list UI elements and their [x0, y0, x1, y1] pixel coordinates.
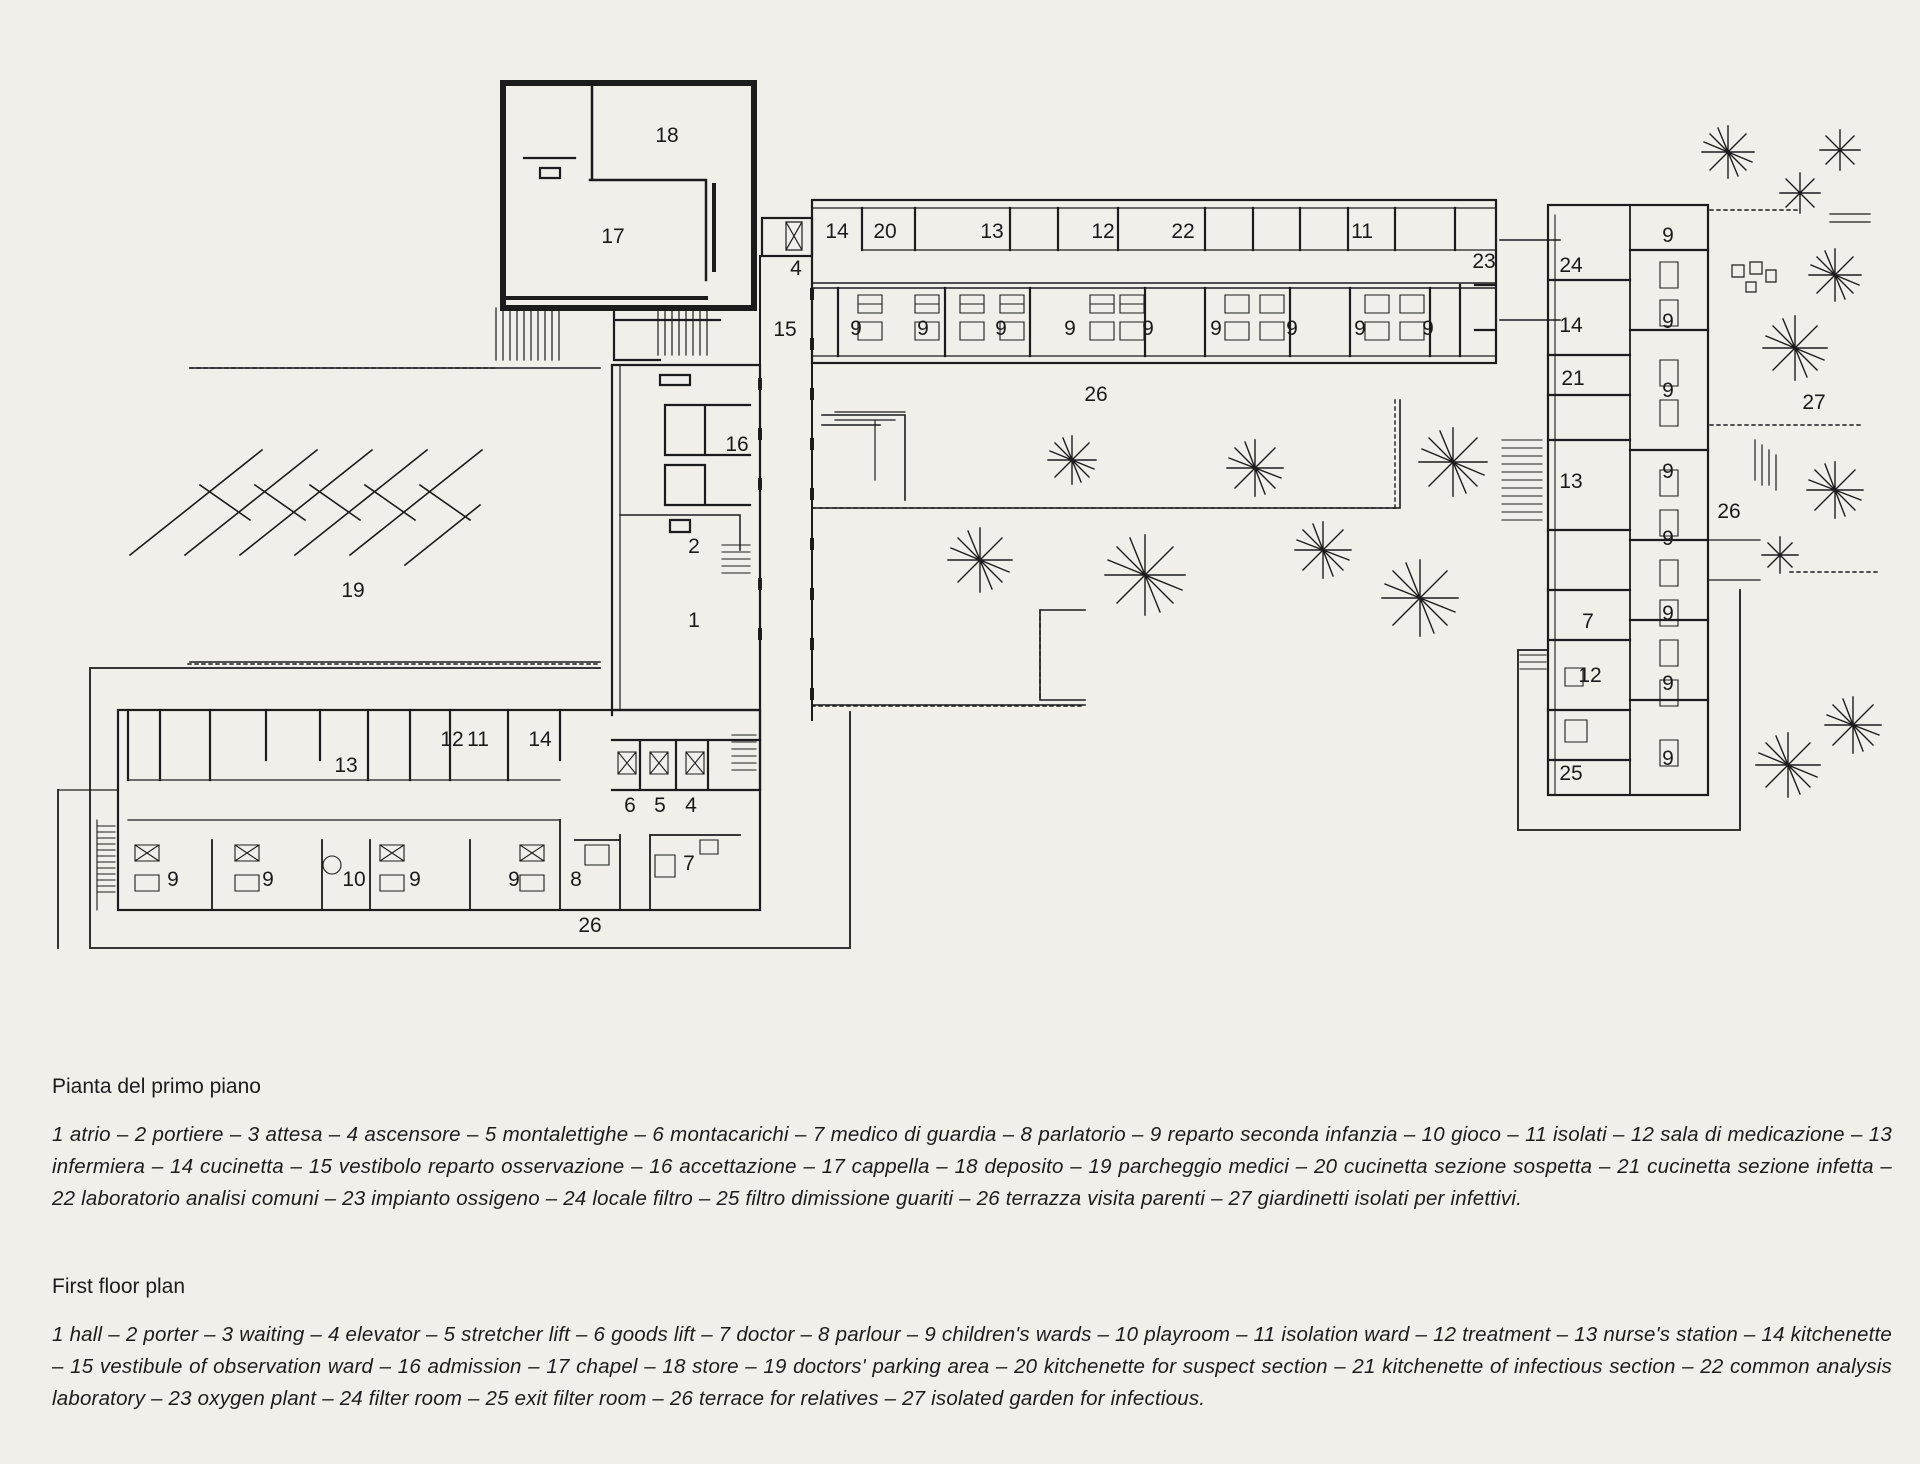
legend-english-title: First floor plan: [52, 1275, 186, 1298]
label-isolated-garden: 27: [1802, 391, 1825, 414]
label-porter: 2: [688, 535, 700, 558]
label-doctor-right: 7: [1582, 610, 1594, 633]
label-ward: 9: [1422, 317, 1434, 340]
stone-hedges: [187, 209, 1881, 707]
legend-english: First floor plan 1 hall – 2 porter – 3 w…: [52, 1275, 1892, 1415]
label-elevator-top: 4: [790, 257, 802, 280]
label-ward: 9: [850, 317, 862, 340]
label-filter-room: 24: [1559, 254, 1583, 277]
label-parlour: 8: [570, 868, 582, 891]
label-treatment-left: 12: [440, 728, 463, 751]
label-stretcher-lift: 5: [654, 794, 666, 817]
label-doctor: 7: [683, 852, 695, 875]
label-elevator-bottom: 4: [685, 794, 697, 817]
parking-area: [128, 448, 484, 567]
legend-english-text: 1 hall – 2 porter – 3 waiting – 4 elevat…: [52, 1323, 1892, 1410]
label-ward: 9: [167, 868, 179, 891]
label-kitchenette-infectious: 21: [1561, 367, 1584, 390]
label-kitchenette-right: 14: [1559, 314, 1583, 337]
label-ward: 9: [1662, 602, 1674, 625]
label-ward: 9: [1662, 672, 1674, 695]
label-ward: 9: [1210, 317, 1222, 340]
label-terrace-top: 26: [1084, 383, 1107, 406]
label-kitchenette-left: 14: [528, 728, 552, 751]
label-ward: 9: [1662, 747, 1674, 770]
label-ward: 9: [1662, 310, 1674, 333]
legend-italian-title: Pianta del primo piano: [52, 1075, 261, 1098]
label-ward: 9: [1142, 317, 1154, 340]
upper-wing: [810, 198, 1561, 365]
legend-italian: Pianta del primo piano 1 atrio – 2 porti…: [52, 1075, 1892, 1215]
label-laboratory: 22: [1171, 220, 1194, 243]
label-terrace-right: 26: [1717, 500, 1740, 523]
garden-walls: [189, 367, 1401, 706]
label-ward: 9: [1662, 224, 1674, 247]
label-exit-filter: 25: [1559, 762, 1582, 785]
label-ward: 9: [262, 868, 274, 891]
label-ward: 9: [1662, 527, 1674, 550]
label-isolation-left: 11: [467, 728, 489, 751]
label-admission: 16: [725, 433, 748, 456]
label-ward: 9: [1354, 317, 1366, 340]
label-ward: 9: [917, 317, 929, 340]
label-playroom: 10: [342, 868, 365, 891]
label-nurse-station-left: 13: [334, 754, 357, 777]
label-kitchenette-suspect: 20: [873, 220, 896, 243]
trees: [947, 125, 1882, 798]
lower-left-wing: [57, 667, 851, 949]
top-connector: [759, 216, 814, 741]
label-ward: 9: [508, 868, 520, 891]
chapel-block: [495, 80, 757, 362]
garden-benches: [834, 213, 1871, 491]
label-ward: 9: [1064, 317, 1076, 340]
floor-plan-drawing: 17 18 4 14 20 13 12 22 11 23 24 15 26 16…: [57, 80, 1882, 949]
label-ward: 9: [1662, 379, 1674, 402]
central-block: [610, 288, 814, 792]
label-treatment-right: 12: [1578, 664, 1601, 687]
right-wing: [1501, 203, 1761, 831]
label-nurse-station-right: 13: [1559, 470, 1582, 493]
label-terrace-bottom: 26: [578, 914, 601, 937]
label-treatment-top: 12: [1091, 220, 1114, 243]
label-chapel: 17: [601, 225, 624, 248]
label-isolation-top: 11: [1351, 220, 1373, 243]
label-nurse-station-top: 13: [980, 220, 1003, 243]
label-parking: 19: [341, 579, 364, 602]
label-ward: 9: [1662, 460, 1674, 483]
label-oxygen-plant: 23: [1472, 250, 1495, 273]
legend-italian-text: 1 atrio – 2 portiere – 3 attesa – 4 asce…: [52, 1123, 1892, 1210]
label-hall: 1: [688, 609, 700, 632]
label-goods-lift: 6: [624, 794, 636, 817]
label-store: 18: [655, 124, 678, 147]
label-kitchenette-top: 14: [825, 220, 849, 243]
label-vestibule: 15: [773, 318, 796, 341]
room-labels: 17 18 4 14 20 13 12 22 11 23 24 15 26 16…: [167, 124, 1826, 937]
label-ward: 9: [409, 868, 421, 891]
label-ward: 9: [1286, 317, 1298, 340]
label-ward: 9: [995, 317, 1007, 340]
